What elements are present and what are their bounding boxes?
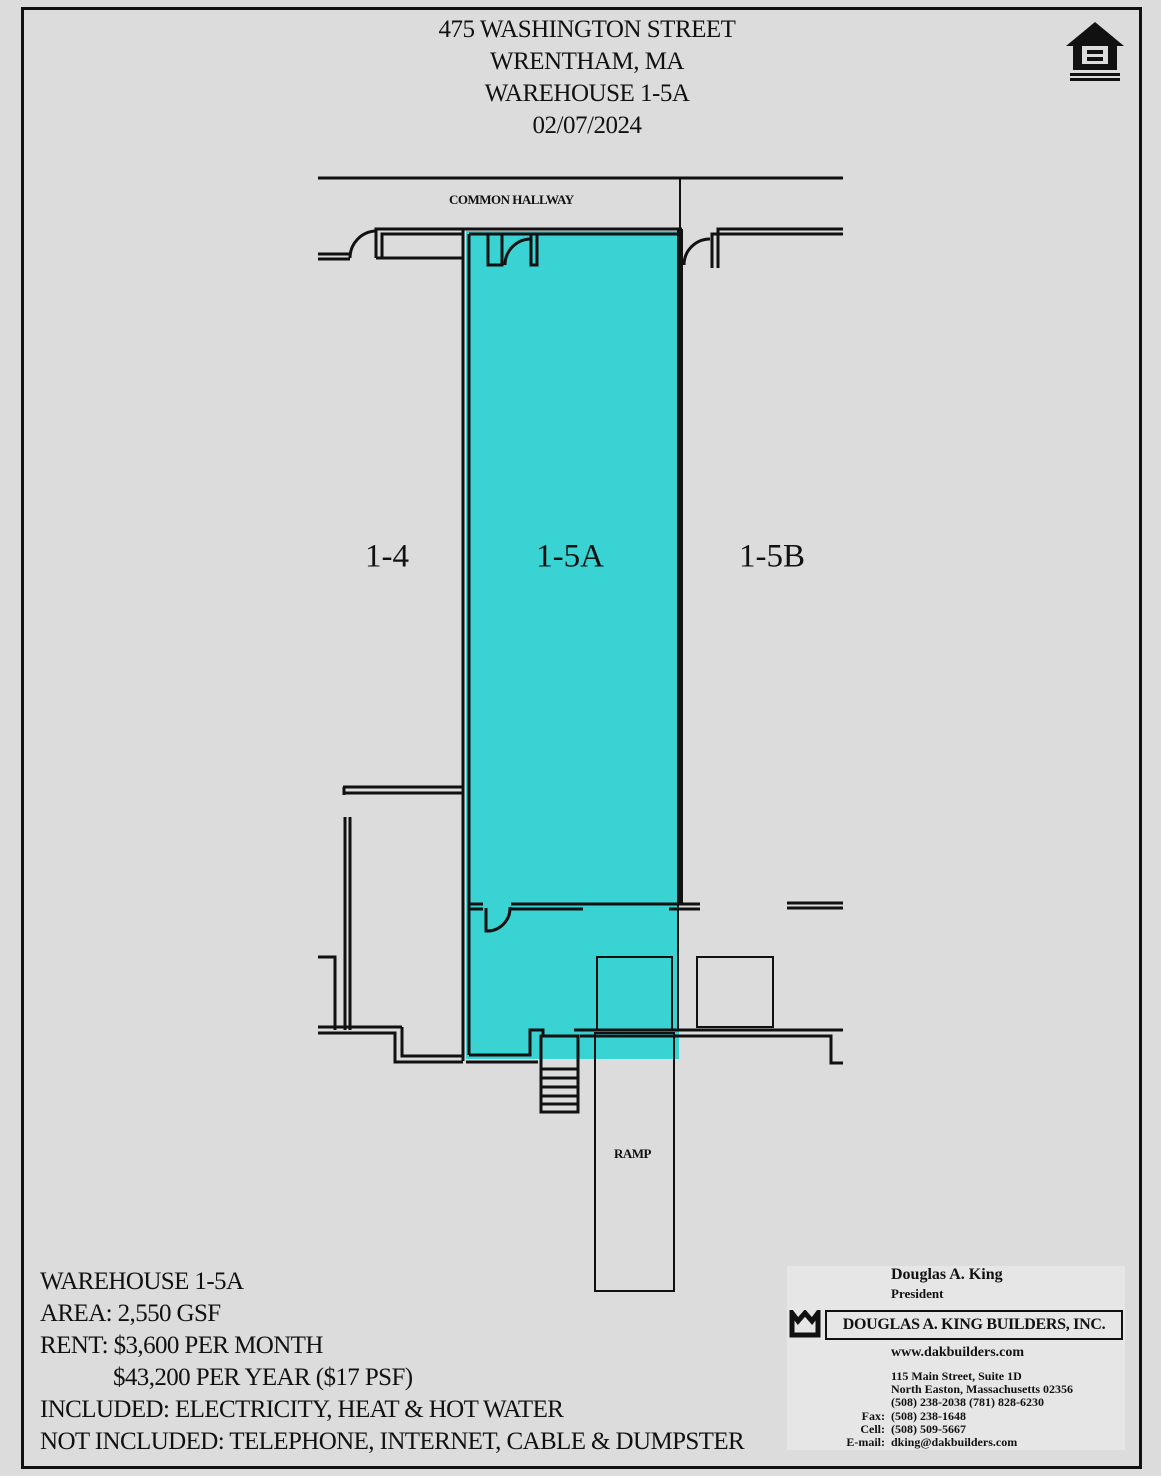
card-phones: (508) 238-2038 (781) 828-6230 xyxy=(891,1395,1044,1409)
city-line: WRENTHAM, MA xyxy=(490,48,685,75)
unit-label-1-5a: 1-5A xyxy=(536,538,604,575)
card-address-1: 115 Main Street, Suite 1D xyxy=(891,1369,1022,1383)
info-unit: WAREHOUSE 1-5A xyxy=(40,1268,244,1295)
unit-1-5a-highlight xyxy=(466,231,679,1059)
unit-walls xyxy=(318,229,843,1061)
top-wall xyxy=(318,227,843,268)
info-area: AREA: 2,550 GSF xyxy=(40,1300,221,1327)
card-email[interactable]: dking@dakbuilders.com xyxy=(891,1435,1018,1449)
unit-label-1-4: 1-4 xyxy=(365,538,409,575)
card-title: President xyxy=(891,1286,944,1301)
date-line: 02/07/2024 xyxy=(532,112,642,139)
info-included: INCLUDED: ELECTRICITY, HEAT & HOT WATER xyxy=(40,1396,564,1423)
stairs xyxy=(539,1034,580,1114)
bottom-wall xyxy=(318,956,843,1065)
common-hallway-label: COMMON HALLWAY xyxy=(449,192,574,207)
ramp xyxy=(594,1032,675,1292)
ramp-label: RAMP xyxy=(614,1146,652,1161)
card-fax-label: Fax: xyxy=(861,1409,885,1423)
info-rent-year: $43,200 PER YEAR ($17 PSF) xyxy=(113,1364,413,1391)
address-line: 475 WASHINGTON STREET xyxy=(438,16,736,43)
card-website[interactable]: www.dakbuilders.com xyxy=(891,1345,1025,1360)
card-address-2: North Easton, Massachusetts 02356 xyxy=(891,1382,1074,1396)
card-fax: (508) 238-1648 xyxy=(891,1409,966,1423)
card-name: Douglas A. King xyxy=(891,1266,1003,1283)
lease-info: WAREHOUSE 1-5A AREA: 2,550 GSF RENT: $3,… xyxy=(40,1266,745,1458)
unit-label-1-5b: 1-5B xyxy=(739,538,805,575)
card-cell-label: Cell: xyxy=(860,1422,885,1436)
info-rent-month: RENT: $3,600 PER MONTH xyxy=(40,1332,323,1359)
card-email-label: E-mail: xyxy=(846,1435,885,1449)
unit-line: WAREHOUSE 1-5A xyxy=(484,80,690,107)
info-not-included: NOT INCLUDED: TELEPHONE, INTERNET, CABLE… xyxy=(40,1428,745,1455)
card-cell: (508) 509-5667 xyxy=(891,1422,966,1436)
page-border xyxy=(21,7,1142,1469)
equal-housing-logo-icon xyxy=(1066,22,1124,81)
card-company: DOUGLAS A. KING BUILDERS, INC. xyxy=(825,1310,1123,1340)
crown-logo-icon xyxy=(789,1310,821,1338)
page-title: 475 WASHINGTON STREET WRENTHAM, MA WAREH… xyxy=(387,14,787,142)
business-card: Douglas A. King President DOUGLAS A. KIN… xyxy=(787,1266,1125,1450)
